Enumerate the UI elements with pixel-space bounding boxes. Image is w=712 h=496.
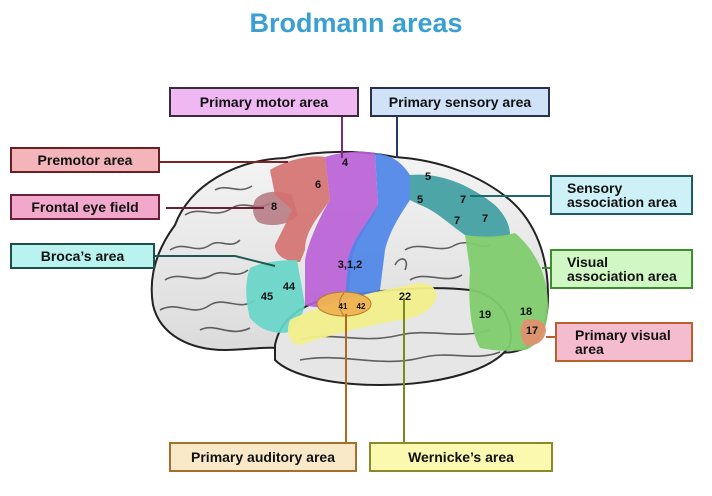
label-primary-motor-area: Primary motor area [169, 87, 359, 117]
area-number-22: 22 [399, 291, 411, 303]
gyri-lines [159, 185, 501, 363]
area-number-41: 41 [339, 302, 348, 311]
area-number-5-mid: 5 [417, 194, 423, 206]
area-sensory-association [410, 174, 510, 239]
area-number-18: 18 [520, 306, 532, 318]
label-visual-association-area: Visual association area [550, 249, 693, 289]
label-primary-auditory-area: Primary auditory area [169, 442, 357, 472]
diagram-title: Brodmann areas [249, 8, 463, 38]
area-number-4: 4 [342, 157, 349, 169]
area-premotor [270, 156, 330, 262]
area-number-5-top: 5 [425, 171, 431, 183]
area-wernicke [288, 283, 437, 345]
area-number-6: 6 [315, 179, 321, 191]
area-broca [246, 260, 305, 333]
label-primary-visual-area: Primary visual area [555, 322, 693, 362]
area-number-19: 19 [479, 309, 491, 321]
area-primary-motor [305, 151, 378, 308]
area-number-17: 17 [526, 325, 538, 337]
label-wernickes-area: Wernicke’s area [369, 442, 553, 472]
area-number-7-right: 7 [482, 213, 488, 225]
area-number-3-1-2: 3,1,2 [338, 259, 362, 271]
label-sensory-association-area: Sensory association area [550, 175, 693, 215]
area-number-45: 45 [261, 291, 273, 303]
area-primary-visual [520, 319, 546, 346]
area-primary-sensory [345, 153, 410, 300]
leader-lines [155, 117, 555, 443]
area-number-8: 8 [271, 201, 277, 213]
label-primary-sensory-area: Primary sensory area [370, 87, 550, 117]
label-frontal-eye-field: Frontal eye field [10, 194, 160, 220]
area-number-44: 44 [283, 281, 296, 293]
label-brocas-area: Broca’s area [10, 243, 155, 269]
label-premotor-area: Premotor area [10, 147, 160, 173]
area-number-7-top: 7 [460, 194, 466, 206]
area-number-7-left: 7 [454, 215, 460, 227]
area-number-42: 42 [357, 302, 366, 311]
leader-broca [155, 255, 276, 267]
